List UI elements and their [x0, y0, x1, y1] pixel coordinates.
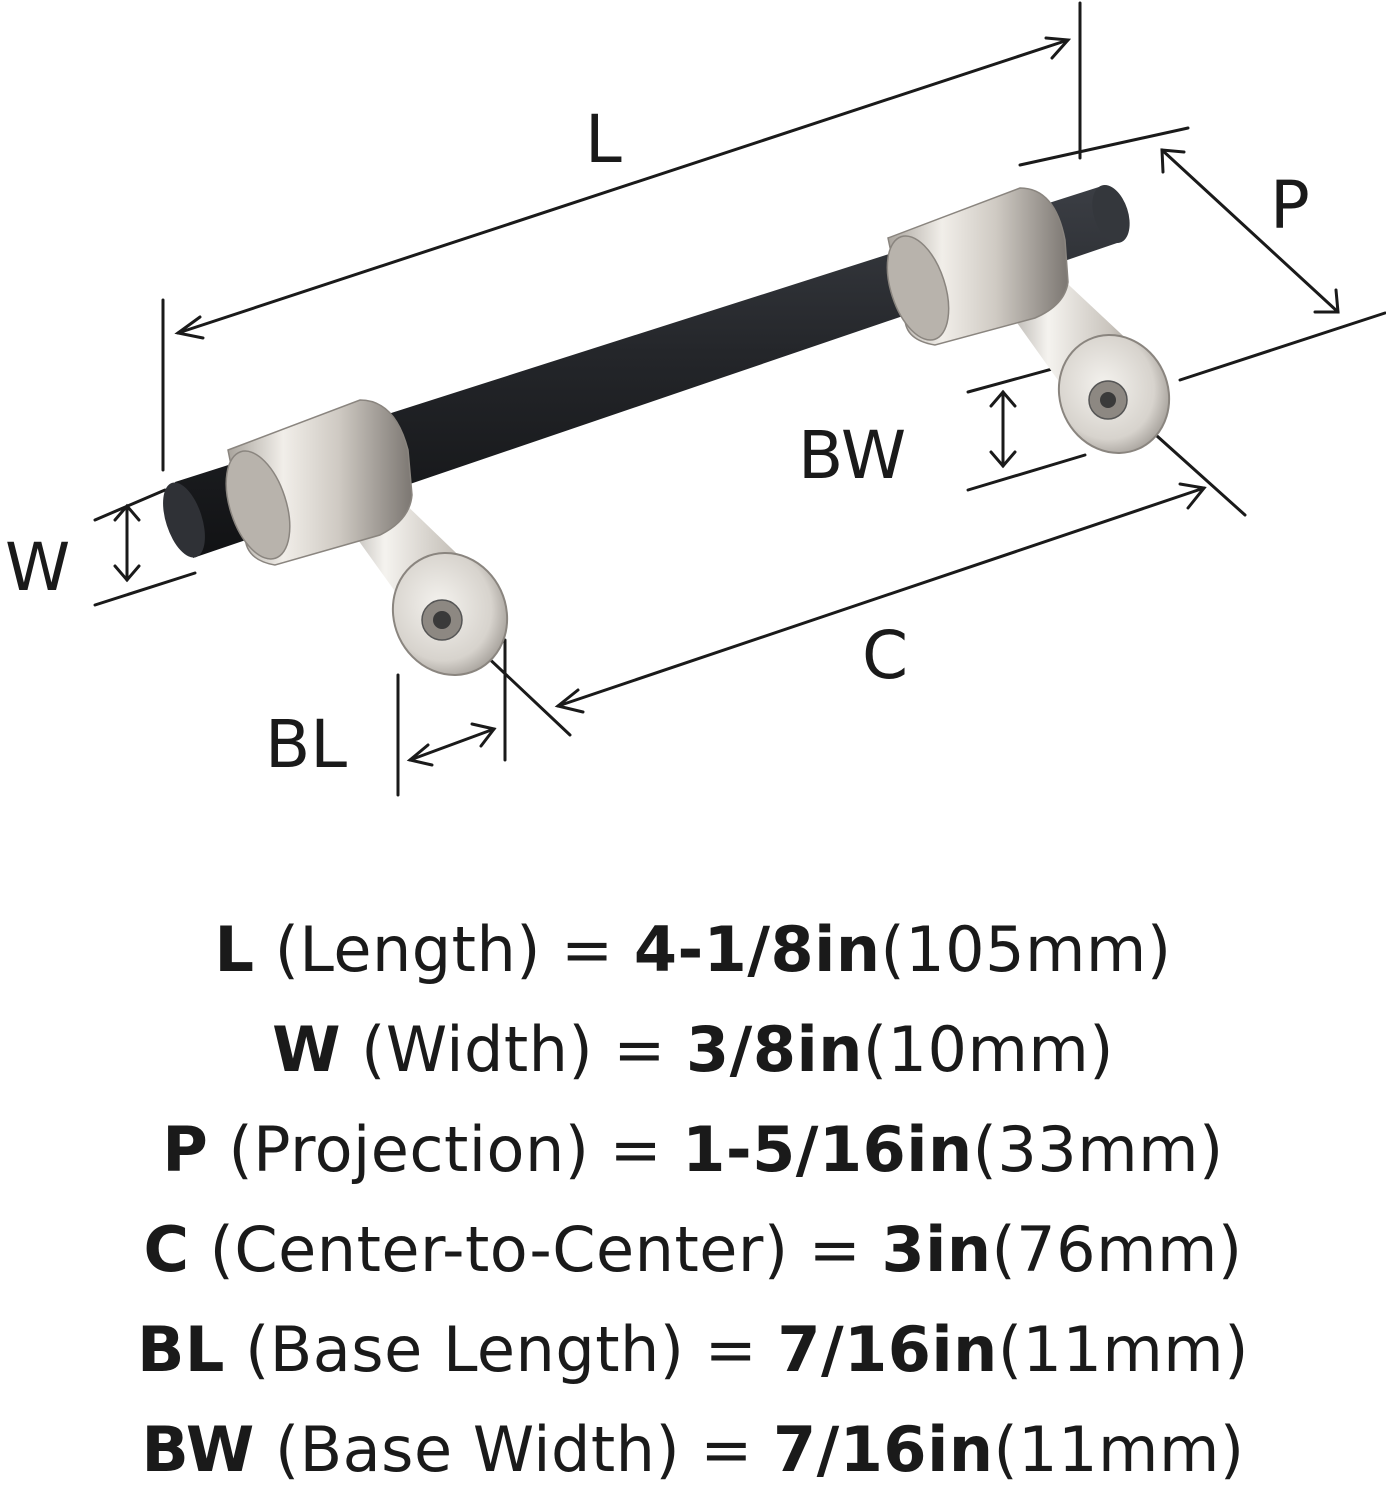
spec-imperial: 4-1/8in: [633, 913, 881, 986]
spec-width: W (Width) = 3/8in(10mm): [0, 1000, 1386, 1100]
spec-metric: (105mm): [880, 913, 1172, 986]
left-mount: [225, 399, 509, 676]
spec-code: BW: [141, 1413, 255, 1486]
label-length: L: [585, 101, 622, 178]
spec-projection: P (Projection) = 1-5/16in(33mm): [0, 1100, 1386, 1200]
spec-description: (Length) =: [254, 913, 634, 986]
label-base-length: BL: [265, 706, 347, 783]
spec-imperial: 7/16in: [773, 1413, 994, 1486]
spec-description: (Center-to-Center) =: [189, 1213, 882, 1286]
spec-metric: (11mm): [997, 1313, 1249, 1386]
spec-description: (Projection) =: [208, 1113, 683, 1186]
spec-base-length: BL (Base Length) = 7/16in(11mm): [0, 1300, 1386, 1400]
handle-bar: [163, 184, 1130, 558]
spec-imperial: 1-5/16in: [682, 1113, 973, 1186]
spec-base-width: BW (Base Width) = 7/16in(11mm): [0, 1400, 1386, 1500]
label-width: W: [5, 529, 70, 606]
spec-code: W: [272, 1013, 341, 1086]
right-mount: [886, 187, 1171, 454]
spec-imperial: 3/8in: [686, 1013, 863, 1086]
spec-description: (Base Width) =: [254, 1413, 773, 1486]
spec-code: BL: [137, 1313, 225, 1386]
spec-metric: (11mm): [993, 1413, 1245, 1486]
spec-description: (Base Length) =: [224, 1313, 778, 1386]
spec-code: L: [214, 913, 255, 986]
spec-description: (Width) =: [340, 1013, 687, 1086]
spec-code: P: [162, 1113, 209, 1186]
label-base-width: BW: [798, 417, 906, 494]
spec-metric: (33mm): [972, 1113, 1224, 1186]
spec-center-to-center: C (Center-to-Center) = 3in(76mm): [0, 1200, 1386, 1300]
dimension-lines: [93, 1, 1386, 797]
specification-list: L (Length) = 4-1/8in(105mm) W (Width) = …: [0, 900, 1386, 1500]
spec-imperial: 3in: [881, 1213, 992, 1286]
spec-code: C: [143, 1213, 190, 1286]
spec-metric: (10mm): [862, 1013, 1114, 1086]
spec-length: L (Length) = 4-1/8in(105mm): [0, 900, 1386, 1000]
spec-imperial: 7/16in: [777, 1313, 998, 1386]
label-projection: P: [1270, 167, 1310, 244]
spec-metric: (76mm): [991, 1213, 1243, 1286]
pull-handle-diagram: L P W BW C BL: [5, 1, 1386, 797]
label-center-to-center: C: [862, 617, 908, 694]
